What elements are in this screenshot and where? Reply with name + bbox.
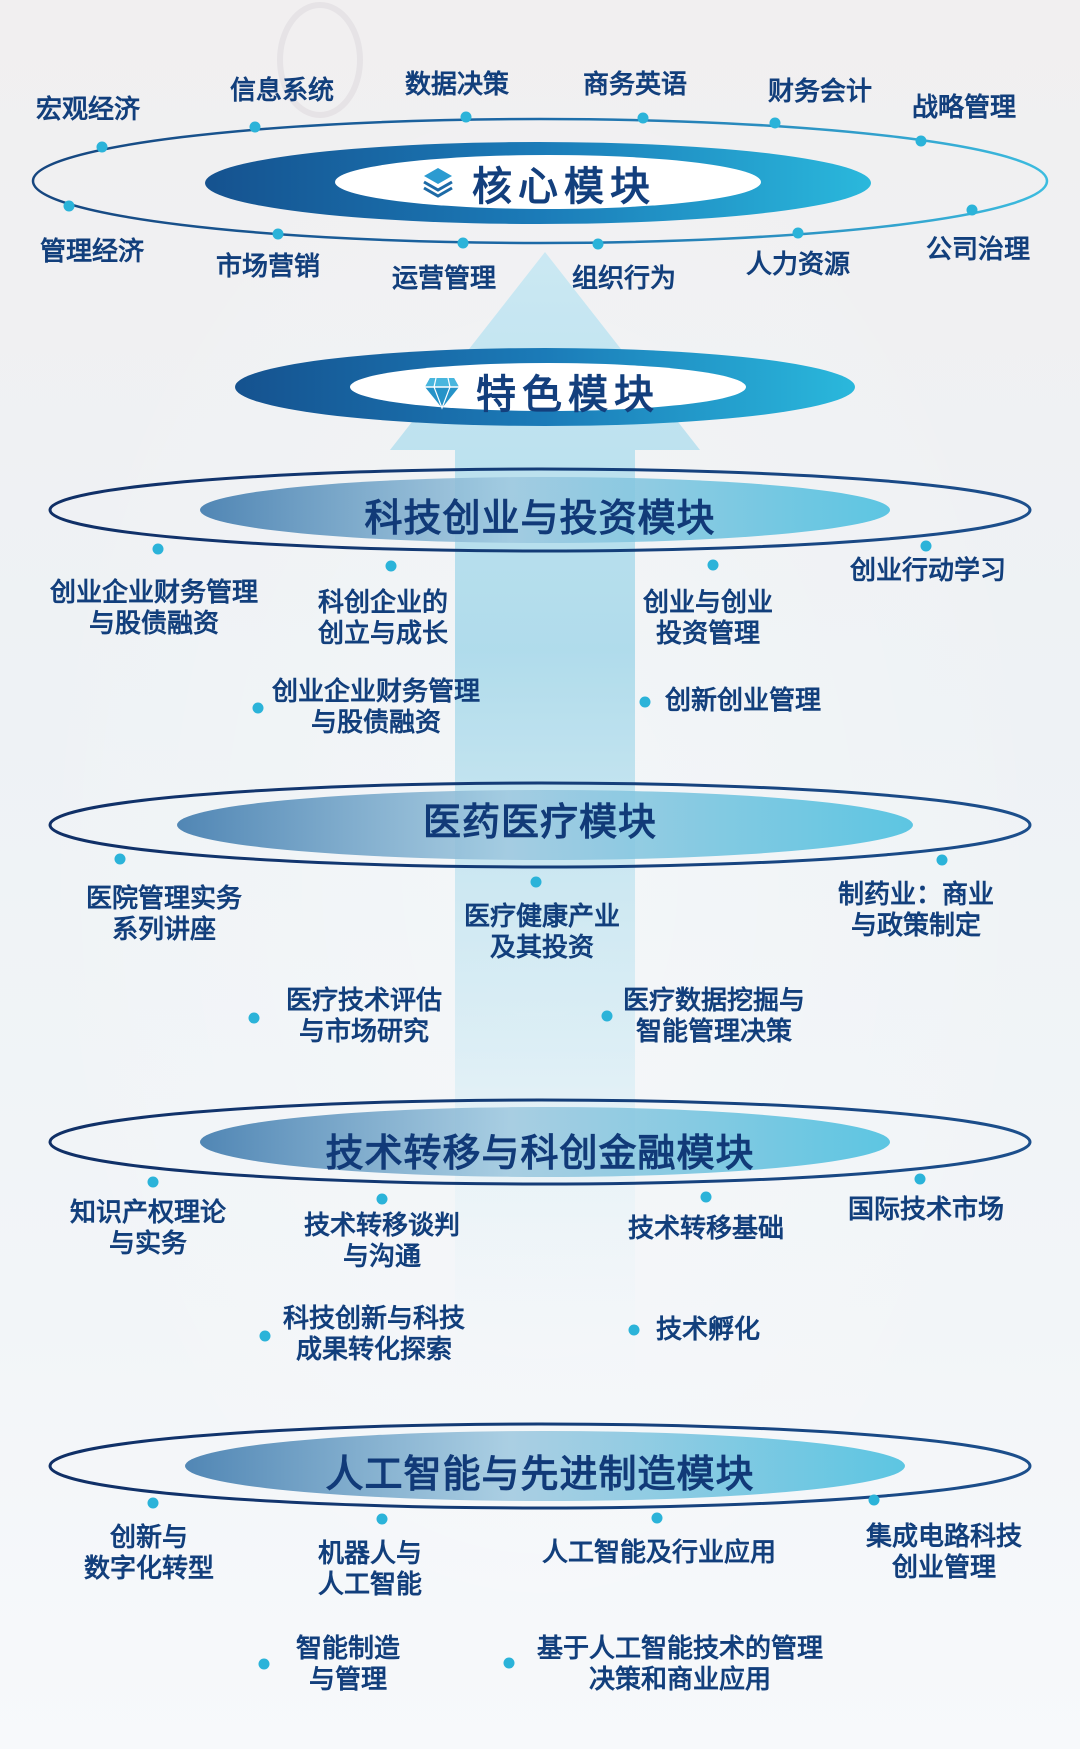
bullet-dot bbox=[252, 702, 264, 714]
core-item: 战略管理 bbox=[912, 93, 1017, 123]
bullet-dot bbox=[628, 1324, 640, 1336]
orbit-dot bbox=[966, 204, 978, 216]
feature-module-title: 特色模块 bbox=[424, 362, 660, 420]
course-item: 知识产权理论与实务 bbox=[70, 1198, 227, 1259]
orbit-dot bbox=[530, 876, 542, 888]
bullet-dot bbox=[248, 1012, 260, 1024]
orbit-dot bbox=[457, 237, 469, 249]
core-item: 数据决策 bbox=[405, 70, 510, 100]
orbit-dot bbox=[147, 1497, 159, 1509]
orbit-dot bbox=[114, 853, 126, 865]
bullet-dot bbox=[601, 1010, 613, 1022]
diamond-icon bbox=[424, 374, 460, 410]
orbit-dot bbox=[272, 228, 284, 240]
module-title: 人工智能与先进制造模块 bbox=[325, 1452, 755, 1496]
core-item: 信息系统 bbox=[230, 76, 335, 106]
orbit-dot bbox=[769, 117, 781, 129]
course-item: 创业与创业投资管理 bbox=[643, 588, 774, 649]
orbit-dot bbox=[376, 1193, 388, 1205]
orbit-dot bbox=[914, 1173, 926, 1185]
course-item: 医疗技术评估与市场研究 bbox=[286, 986, 443, 1047]
bullet-dot bbox=[258, 1658, 270, 1670]
course-item: 创业企业财务管理与股债融资 bbox=[272, 677, 481, 738]
course-item: 国际技术市场 bbox=[848, 1195, 1005, 1225]
core-item: 管理经济 bbox=[40, 237, 145, 267]
orbit-dot bbox=[376, 1513, 388, 1525]
course-item: 医疗健康产业及其投资 bbox=[464, 902, 621, 963]
course-item: 技术转移谈判与沟通 bbox=[304, 1211, 461, 1272]
core-item: 财务会计 bbox=[768, 77, 873, 107]
bullet-dot bbox=[503, 1657, 515, 1669]
core-item: 市场营销 bbox=[216, 252, 321, 282]
course-item: 医疗数据挖掘与智能管理决策 bbox=[623, 986, 806, 1047]
orbit-dot bbox=[63, 200, 75, 212]
orbit-dot bbox=[592, 238, 604, 250]
course-item: 创新与数字化转型 bbox=[84, 1523, 215, 1584]
course-item: 智能制造与管理 bbox=[296, 1634, 401, 1695]
core-module-title: 核心模块 bbox=[420, 154, 656, 212]
orbit-dot bbox=[637, 112, 649, 124]
course-item: 创业行动学习 bbox=[850, 556, 1007, 586]
core-item: 人力资源 bbox=[746, 250, 851, 280]
module-title: 医药医疗模块 bbox=[422, 800, 657, 844]
orbit-dot bbox=[700, 1191, 712, 1203]
layers-icon bbox=[420, 165, 456, 201]
core-item: 公司治理 bbox=[926, 235, 1031, 265]
orbit-dot bbox=[651, 1512, 663, 1524]
course-item: 制药业：商业与政策制定 bbox=[838, 880, 995, 941]
core-item: 运营管理 bbox=[392, 264, 497, 294]
bullet-dot bbox=[639, 696, 651, 708]
course-item: 技术转移基础 bbox=[628, 1214, 785, 1244]
course-item: 科创企业的创立与成长 bbox=[318, 588, 449, 649]
core-item: 商务英语 bbox=[583, 70, 688, 100]
module-title: 科技创业与投资模块 bbox=[364, 496, 716, 540]
course-item: 技术孵化 bbox=[656, 1315, 761, 1345]
course-item: 集成电路科技创业管理 bbox=[866, 1522, 1023, 1583]
module-title: 技术转移与科创金融模块 bbox=[325, 1131, 755, 1175]
course-item: 创新创业管理 bbox=[665, 686, 822, 716]
orbit-dot bbox=[792, 227, 804, 239]
orbit-dot bbox=[249, 121, 261, 133]
orbit-dot bbox=[385, 560, 397, 572]
orbit-dot bbox=[915, 135, 927, 147]
orbit-dot bbox=[152, 543, 164, 555]
course-item: 创业企业财务管理与股债融资 bbox=[50, 578, 259, 639]
course-item: 人工智能及行业应用 bbox=[542, 1538, 777, 1568]
course-item: 基于人工智能技术的管理决策和商业应用 bbox=[537, 1634, 824, 1695]
bullet-dot bbox=[259, 1330, 271, 1342]
orbit-dot bbox=[147, 1176, 159, 1188]
orbit-dot bbox=[920, 540, 932, 552]
orbit-dot bbox=[707, 559, 719, 571]
orbit-dot bbox=[96, 141, 108, 153]
orbit-dot bbox=[868, 1494, 880, 1506]
core-outer-orbit bbox=[31, 117, 1049, 245]
course-item: 科技创新与科技成果转化探索 bbox=[283, 1304, 466, 1365]
core-item: 组织行为 bbox=[572, 264, 677, 294]
orbit-dot bbox=[460, 111, 472, 123]
course-item: 医院管理实务系列讲座 bbox=[86, 884, 243, 945]
course-item: 机器人与人工智能 bbox=[318, 1539, 423, 1600]
orbit-dot bbox=[936, 854, 948, 866]
core-item: 宏观经济 bbox=[36, 95, 141, 125]
